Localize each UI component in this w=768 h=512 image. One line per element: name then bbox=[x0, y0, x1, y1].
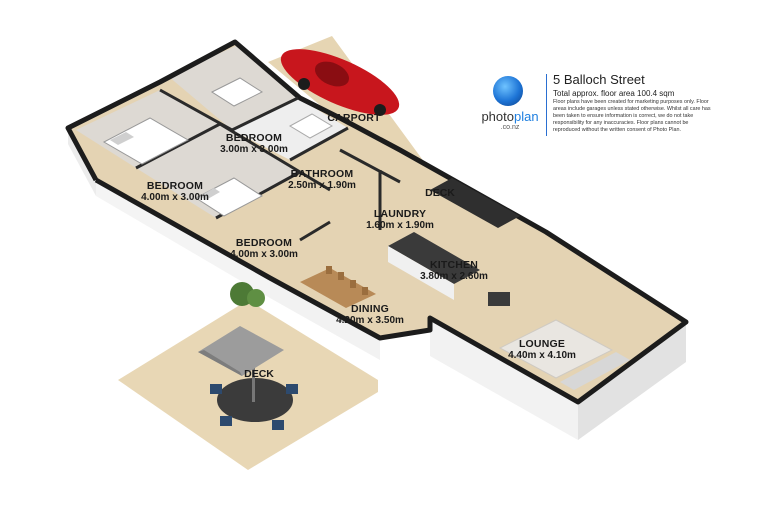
house-logo-icon bbox=[493, 76, 523, 106]
room-name: DECK bbox=[244, 368, 274, 380]
room-size: 4.20m x 3.50m bbox=[336, 315, 404, 327]
floor-area: Total approx. floor area 100.4 sqm bbox=[553, 89, 675, 98]
bed-bedroom-2 bbox=[102, 117, 190, 165]
brand-block: photoplan .co.nz 5 Balloch Street Total … bbox=[480, 70, 711, 140]
bed-bedroom-3 bbox=[195, 177, 263, 217]
outer-wall bbox=[65, 39, 689, 405]
room-label-bedroom-1: BEDROOM 3.00m x 3.00m bbox=[212, 132, 296, 156]
room-name: BATHROOM bbox=[290, 168, 354, 180]
outdoor-setting bbox=[198, 326, 298, 430]
room-label-kitchen: KITCHEN 3.80m x 2.60m bbox=[412, 259, 496, 283]
logo-word-1: photo bbox=[481, 109, 514, 124]
room-label-deck-side: DECK bbox=[412, 187, 468, 199]
bathroom-floor bbox=[232, 98, 348, 160]
wall-face-dining bbox=[270, 278, 380, 360]
room-name: LAUNDRY bbox=[373, 208, 427, 220]
room-size: 2.50m x 1.90m bbox=[288, 180, 356, 192]
disclaimer: Floor plans have been created for market… bbox=[553, 99, 711, 134]
red-car bbox=[280, 49, 400, 116]
room-name: BEDROOM bbox=[225, 132, 283, 144]
room-label-dining: DINING 4.20m x 3.50m bbox=[328, 303, 412, 327]
room-name: LOUNGE bbox=[518, 338, 566, 350]
plant bbox=[247, 289, 265, 307]
room-name: DINING bbox=[351, 303, 389, 315]
dining-table bbox=[300, 266, 376, 308]
kitchen-bench bbox=[388, 178, 520, 300]
room-size: 4.00m x 3.00m bbox=[230, 249, 298, 261]
room-label-laundry: LAUNDRY 1.60m x 1.90m bbox=[358, 208, 442, 232]
room-size: 4.40m x 4.10m bbox=[508, 350, 576, 362]
lounge-furniture bbox=[488, 292, 630, 390]
wall-face-south bbox=[96, 180, 270, 298]
brand-logo: photoplan bbox=[480, 109, 540, 124]
logo-domain: .co.nz bbox=[500, 124, 520, 131]
room-name: BEDROOM bbox=[146, 180, 204, 192]
room-name: CARPORT bbox=[327, 112, 381, 124]
property-address: 5 Balloch Street bbox=[553, 72, 645, 87]
room-label-bedroom-2: BEDROOM 4.00m x 3.00m bbox=[133, 180, 217, 204]
wall-face-east bbox=[578, 322, 686, 440]
room-size: 1.60m x 1.90m bbox=[366, 220, 434, 232]
room-size: 3.00m x 3.00m bbox=[220, 144, 288, 156]
wall-face-lounge bbox=[430, 318, 578, 440]
divider bbox=[546, 74, 547, 136]
room-name: BEDROOM bbox=[235, 237, 293, 249]
room-label-lounge: LOUNGE 4.40m x 4.10m bbox=[500, 338, 584, 362]
room-size: 3.80m x 2.60m bbox=[420, 271, 488, 283]
bathtub bbox=[288, 113, 334, 139]
room-label-bedroom-3: BEDROOM 4.00m x 3.00m bbox=[222, 237, 306, 261]
room-label-bathroom: BATHROOM 2.50m x 1.90m bbox=[280, 168, 364, 192]
room-label-carport: CARPORT bbox=[314, 112, 394, 124]
room-name: KITCHEN bbox=[429, 259, 479, 271]
bed-bedroom-1 bbox=[210, 77, 264, 107]
logo-word-2: plan bbox=[513, 109, 539, 124]
room-size: 4.00m x 3.00m bbox=[141, 192, 209, 204]
room-label-deck-rear: DECK bbox=[231, 368, 287, 380]
room-name: DECK bbox=[425, 187, 455, 199]
